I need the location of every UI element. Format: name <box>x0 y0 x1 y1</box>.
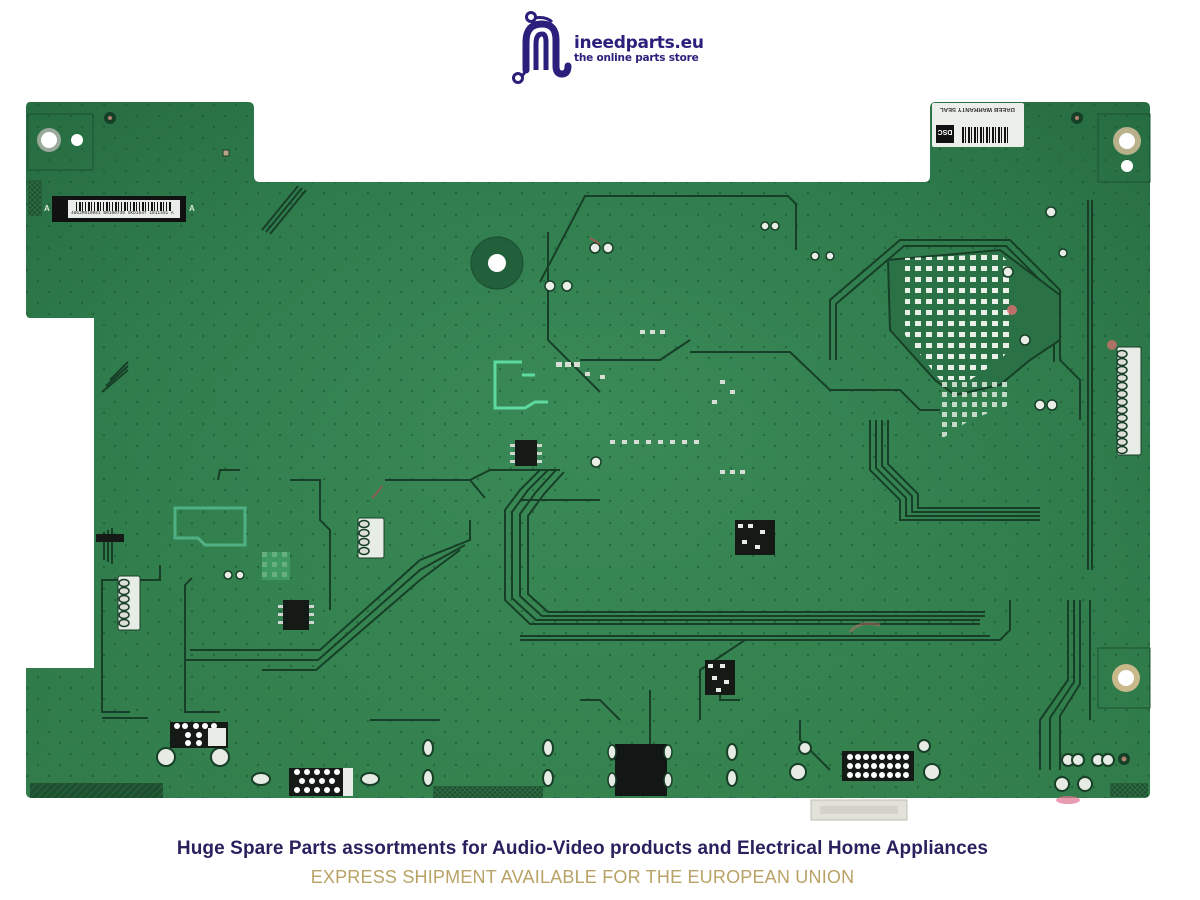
footer-headline: Huge Spare Parts assortments for Audio-V… <box>176 838 989 859</box>
warranty-seal-label: DAEEB WARRANTY SEAL DSC <box>932 103 1024 147</box>
marker-a-left: A <box>44 204 50 213</box>
serial-number: 48G2M6100S1 B0100739 SKD1647 1811451 A <box>71 211 174 216</box>
serial-barcode-label: 48G2M6100S1 B0100739 SKD1647 1811451 A <box>52 196 186 222</box>
circuit-board-photo: 48G2M6100S1 B0100739 SKD1647 1811451 A A… <box>26 102 1151 821</box>
circuit-n-icon <box>512 11 572 84</box>
logo-tagline: the online parts store <box>574 51 699 64</box>
brand-logo: ineedparts.eu the online parts store <box>512 8 712 88</box>
dsc-badge: DSC <box>936 125 954 143</box>
logo-text: ineedparts.eu the online parts store <box>574 34 704 65</box>
barcode <box>76 202 172 211</box>
warranty-seal-text: DAEEB WARRANTY SEAL <box>940 106 1015 112</box>
pcb-illustration <box>26 102 1151 821</box>
warranty-barcode <box>962 127 1008 143</box>
marker-a-right: A <box>189 204 195 213</box>
footer-subline: EXPRESS SHIPMENT AVAILABLE FOR THE EUROP… <box>310 867 855 887</box>
logo-name: ineedparts.eu <box>574 32 704 53</box>
